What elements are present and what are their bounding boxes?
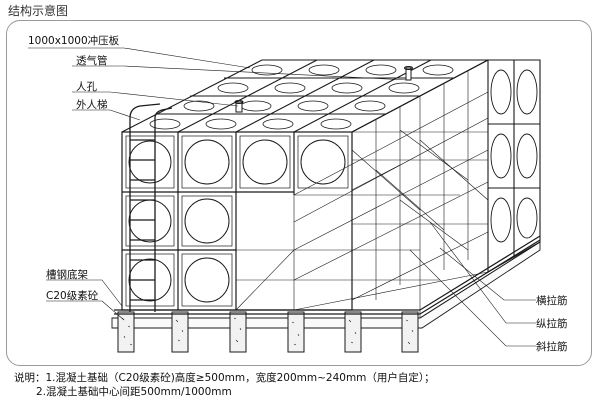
label-horizontal-tie: 横拉筋 (536, 295, 568, 307)
label-vent: 透气管 (76, 55, 108, 67)
front-panel-circles (128, 139, 346, 303)
page-title: 结构示意图 (8, 4, 69, 18)
note-line-1: 说明：1.混凝土基础（C20级素砼)高度≥500mm，宽度200mm~240mm… (14, 372, 435, 384)
right-face-circles (490, 69, 538, 243)
leader-vertical-tie (429, 221, 536, 324)
leader-vent (72, 65, 409, 81)
interior-tie-grid (235, 70, 489, 318)
right-face (487, 59, 541, 273)
leader-concrete (46, 300, 125, 321)
leader-horizontal-tie (439, 247, 536, 301)
leader-plate (28, 47, 251, 69)
label-plate: 1000x1000冲压板 (28, 35, 120, 47)
channel-steel-base (114, 235, 541, 315)
front-face (121, 131, 353, 311)
concrete-block (229, 311, 247, 353)
label-ladder: 外人梯 (76, 99, 108, 111)
external-ladder (129, 103, 173, 312)
leader-ladder (72, 109, 141, 121)
label-manhole: 人孔 (76, 81, 97, 93)
concrete-block (117, 311, 135, 353)
leader-lines (28, 47, 536, 347)
label-concrete: C20级素砼 (46, 290, 99, 302)
vent-pipe (404, 66, 413, 81)
manhole (234, 100, 244, 113)
concrete-block (171, 311, 189, 353)
note-line-2: 2.混凝土基础中心间距500mm/1000mm (36, 386, 232, 398)
leader-diagonal-tie (409, 249, 536, 347)
label-vertical-tie: 纵拉筋 (536, 318, 568, 330)
diagram-frame (6, 20, 592, 366)
concrete-blocks (117, 311, 419, 353)
roof-circles (149, 64, 454, 130)
label-channel-base: 槽钢底架 (46, 269, 88, 281)
front-panel-inner-frames (125, 135, 349, 307)
concrete-block (287, 311, 305, 353)
notes: 说明：1.混凝土基础（C20级素砼)高度≥500mm，宽度200mm~240mm… (14, 371, 435, 399)
concrete-block (401, 311, 419, 353)
leader-manhole (72, 91, 239, 107)
label-diagonal-tie: 斜拉筋 (536, 341, 568, 353)
concrete-block (344, 311, 362, 353)
leader-channel-base (46, 279, 123, 307)
